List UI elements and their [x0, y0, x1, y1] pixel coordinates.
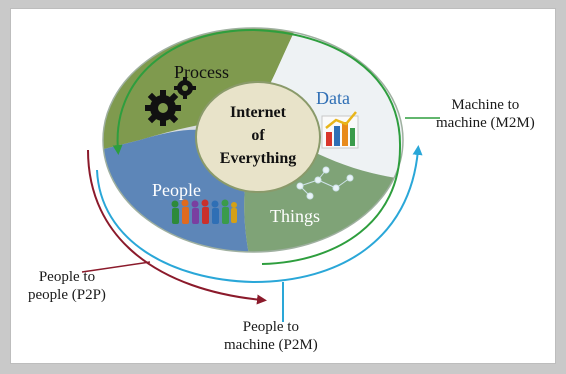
center-line-2: of [251, 127, 265, 144]
p2m-label-line-2: machine (P2M) [224, 337, 318, 353]
p2p-label: People to people (P2P) [28, 268, 106, 304]
p2p-label-line-1: People to [38, 269, 96, 285]
p2m-label: People to machine (P2M) [224, 318, 318, 354]
m2m-arrow [112, 28, 402, 155]
network-icon [296, 166, 354, 200]
m2m-label-line-2: machine (M2M) [436, 115, 535, 131]
m2m-arrow-lower [261, 147, 401, 265]
label-things: Things [270, 206, 320, 226]
label-process: Process [174, 62, 229, 82]
label-data: Data [316, 88, 350, 108]
center-line-3: Everything [220, 150, 296, 167]
p2p-leader [81, 261, 151, 273]
p2m-arrow [96, 145, 423, 284]
people-icon [171, 199, 237, 224]
gears-icon [145, 77, 196, 126]
p2p-arrow [87, 149, 267, 305]
p2p-label-line-2: people (P2P) [28, 287, 106, 303]
center-circle [195, 81, 321, 193]
m2m-label-line-1: Machine to [451, 97, 520, 113]
center-line-1: Internet [230, 104, 287, 121]
label-people: People [152, 180, 201, 200]
chart-icon [321, 111, 359, 149]
p2m-label-line-1: People to [242, 319, 299, 335]
m2m-label: Machine to machine (M2M) [436, 96, 535, 132]
